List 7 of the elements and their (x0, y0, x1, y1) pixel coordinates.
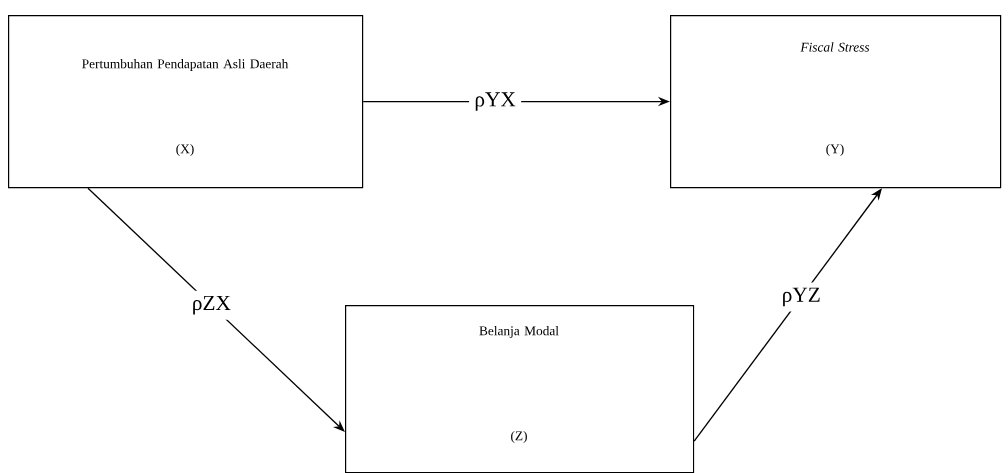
arrow (87, 187, 345, 432)
edge-label: ρYX (469, 87, 522, 117)
variable-box: Pertumbuhan Pendapatan Asli Daerah (X) (8, 15, 364, 189)
variable-box: Fiscal Stress (Y) (670, 15, 1002, 189)
edge-label: ρYZ (776, 282, 827, 312)
variable-box: Belanja Modal (Z) (345, 305, 695, 473)
edge-label: ρZX (186, 290, 237, 320)
